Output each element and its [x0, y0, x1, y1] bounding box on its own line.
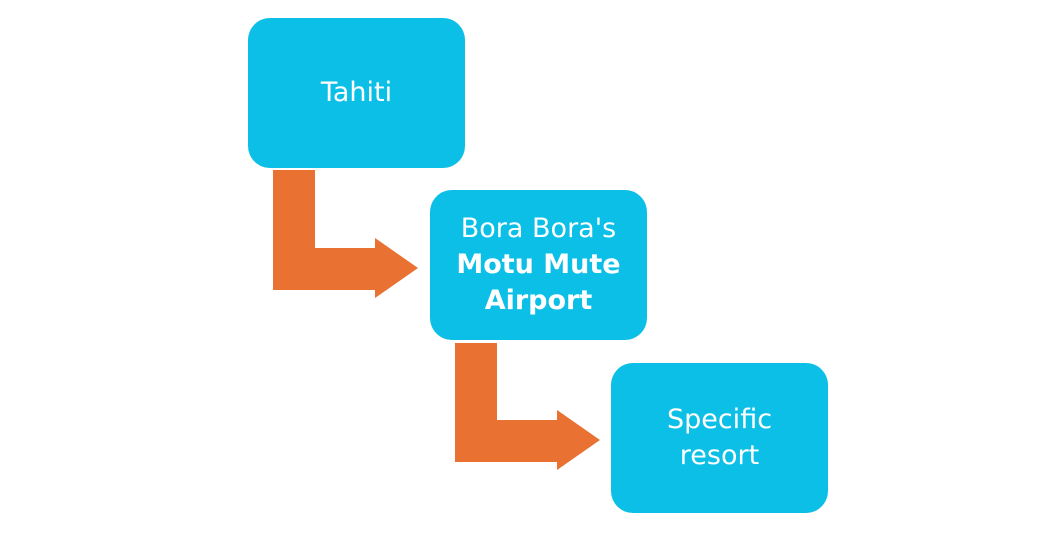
node-label: resort	[679, 440, 760, 471]
node-label: Tahiti	[320, 77, 393, 108]
bent-arrow-airport-to-resort	[455, 343, 600, 470]
node-label: Specific	[666, 404, 773, 435]
node-specific-resort: Specific resort	[611, 363, 828, 513]
node-label-bold: Airport	[484, 285, 593, 316]
node-motu-mute-airport: Bora Bora's Motu Mute Airport	[430, 190, 647, 340]
bent-arrow-tahiti-to-airport	[273, 170, 418, 298]
node-tahiti: Tahiti	[248, 18, 465, 168]
node-label: Bora Bora's	[460, 213, 617, 244]
node-label-bold: Motu Mute	[456, 249, 621, 280]
